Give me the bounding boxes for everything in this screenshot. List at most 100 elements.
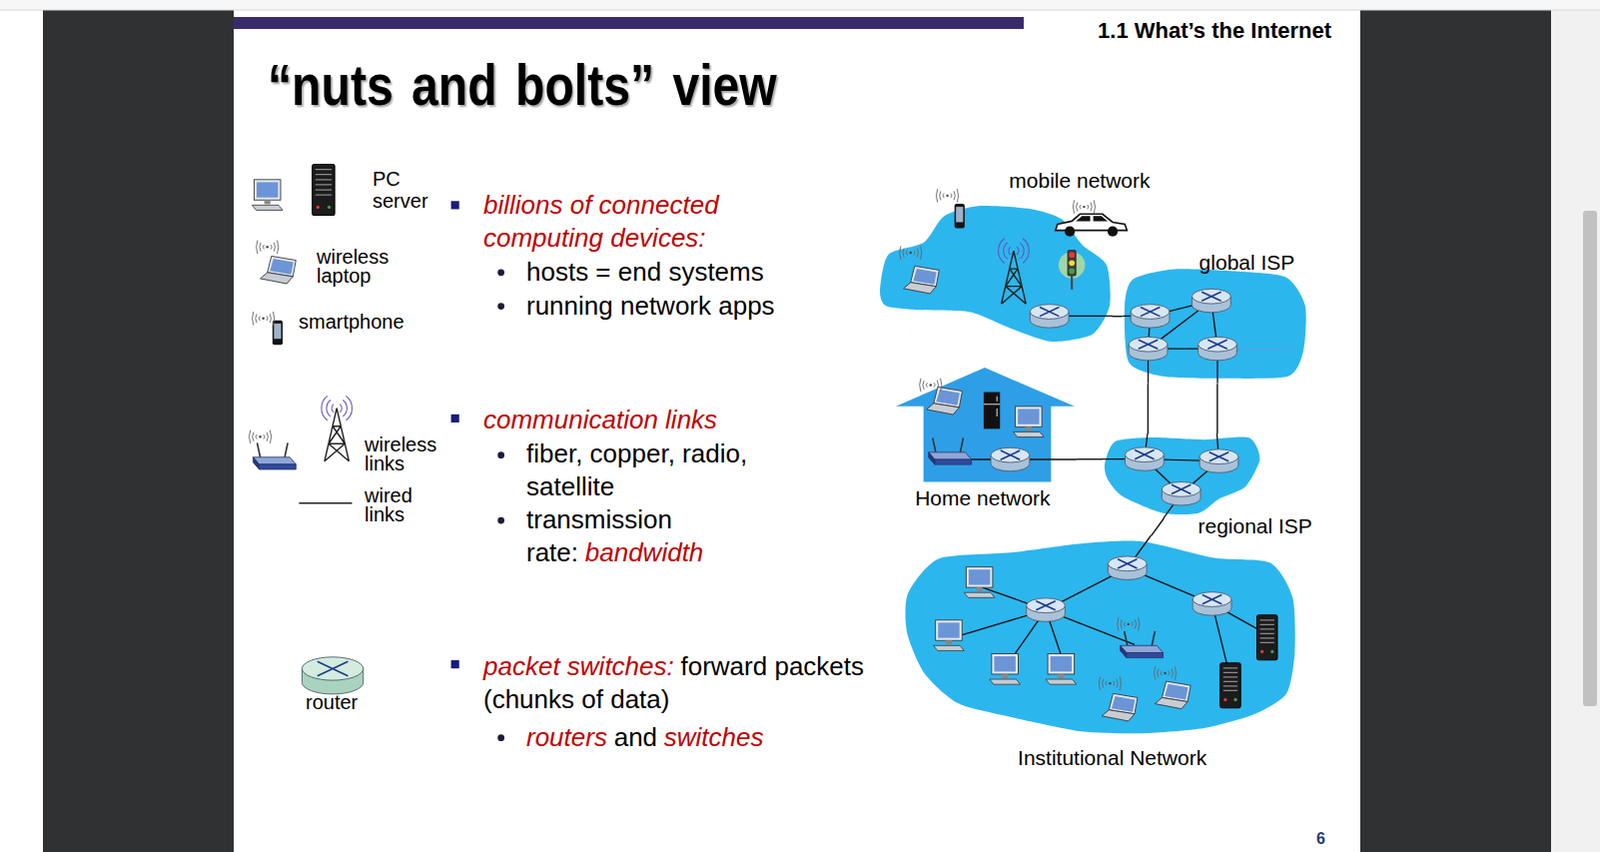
bullet-square	[451, 414, 460, 423]
router-icon	[1125, 447, 1165, 471]
wrouter-front	[259, 464, 297, 470]
pc-keyboard	[963, 593, 995, 599]
phone-screen	[273, 323, 281, 339]
wrouter-front	[1126, 653, 1164, 659]
region-art-group	[1122, 268, 1307, 384]
pc-monitor	[935, 620, 963, 641]
traffic-light	[1057, 249, 1085, 290]
router-icon	[1130, 304, 1170, 328]
router-icon	[1128, 337, 1168, 361]
wireless-waves	[1117, 618, 1140, 632]
router-arrows	[1135, 450, 1155, 460]
pc-monitor	[253, 179, 281, 200]
bullet-dot	[497, 451, 505, 459]
bullet-text: running network apps	[526, 289, 776, 323]
router-arrows	[1201, 291, 1221, 301]
laptop-screen	[1164, 684, 1188, 701]
laptop-base	[1155, 698, 1189, 710]
wireless-waves	[1099, 677, 1122, 691]
wave-dot	[1164, 672, 1167, 675]
wrouter-top	[1120, 646, 1164, 654]
tower-waves	[997, 238, 1029, 264]
pc-keyboard	[251, 204, 283, 210]
pc-monitor	[1047, 654, 1075, 675]
wave-arcs	[1154, 667, 1177, 681]
cell-tower	[321, 395, 353, 461]
region-label: Institutional Network	[1017, 746, 1207, 771]
wireless-router	[252, 442, 296, 470]
wrouter-top	[252, 457, 296, 465]
wireless-waves	[1154, 667, 1177, 681]
bullet-dot	[497, 268, 505, 276]
page-number: 6	[1316, 829, 1326, 848]
text-line: packet switches:forward packets (chunks …	[483, 650, 883, 717]
pc-monitor	[966, 567, 994, 588]
legend-label: server	[372, 191, 429, 211]
bullet-heading: packet switches:	[483, 651, 675, 682]
router-icon	[301, 657, 363, 695]
network-link	[1112, 315, 1123, 317]
server-slots	[1223, 668, 1238, 691]
network-cloud	[905, 541, 1296, 735]
car-wheel	[1107, 226, 1118, 237]
server-case	[1220, 663, 1241, 709]
legend-label: wired links	[364, 486, 447, 525]
dark-side-panel	[1360, 9, 1552, 852]
router-arrows	[1207, 339, 1227, 349]
tower-frame	[1000, 250, 1026, 304]
wrouter-top	[928, 452, 972, 460]
router-top	[1130, 304, 1170, 320]
light-lamp	[1068, 260, 1075, 267]
bullet-text: fiber, copper, radio, satellite	[526, 437, 767, 504]
pc-keyboard	[933, 646, 965, 652]
router-antennas	[932, 437, 964, 452]
light-pole	[1070, 275, 1073, 290]
wireless-waves	[1072, 200, 1095, 214]
pc-icon	[933, 620, 965, 652]
server-led	[1270, 650, 1274, 654]
pc-icon	[963, 567, 995, 599]
region-label: Home network	[914, 486, 1050, 511]
legend-label: wireless links	[364, 435, 447, 474]
router-antennas	[1124, 631, 1156, 646]
phone-body	[272, 320, 283, 346]
router-top	[1191, 289, 1231, 305]
pc-screen	[937, 623, 959, 639]
text-line: routersandswitches	[526, 721, 926, 755]
wireless-waves	[252, 311, 275, 325]
network-link	[1076, 458, 1103, 460]
router-icon	[1029, 304, 1069, 328]
laptop-screen	[1111, 696, 1135, 713]
server-slots	[315, 169, 332, 196]
region-art	[893, 365, 1077, 485]
slide-title: “nuts and bolts” view	[267, 51, 778, 118]
router-top	[1192, 592, 1232, 608]
dark-side-panel	[42, 9, 234, 852]
fridge-body	[983, 391, 1000, 429]
bullet-dot	[497, 517, 505, 525]
wave-dot	[1108, 682, 1111, 685]
pc-icon	[1045, 654, 1077, 686]
laptop-icon	[902, 266, 939, 295]
wave-arcs	[898, 246, 921, 260]
router-arrows	[1140, 307, 1160, 317]
server-led	[1260, 650, 1264, 654]
legend-label: PC	[372, 169, 401, 189]
wireless-waves	[248, 430, 271, 444]
network-cloud	[1124, 268, 1307, 379]
bullet-term: switches	[664, 722, 765, 753]
wave-dot	[1082, 205, 1085, 208]
router-antennas	[256, 442, 288, 457]
region-art	[902, 535, 1301, 740]
server-icon	[1257, 615, 1278, 661]
network-region: global ISP	[1122, 249, 1309, 384]
laptop-base	[260, 272, 294, 284]
smartphone-icon	[272, 320, 283, 346]
network-region: mobile network	[875, 201, 1113, 345]
pc-stand	[264, 199, 271, 204]
bullet-heading: communication links	[483, 403, 718, 437]
pc-screen	[256, 181, 278, 197]
wireless-waves	[919, 377, 942, 391]
